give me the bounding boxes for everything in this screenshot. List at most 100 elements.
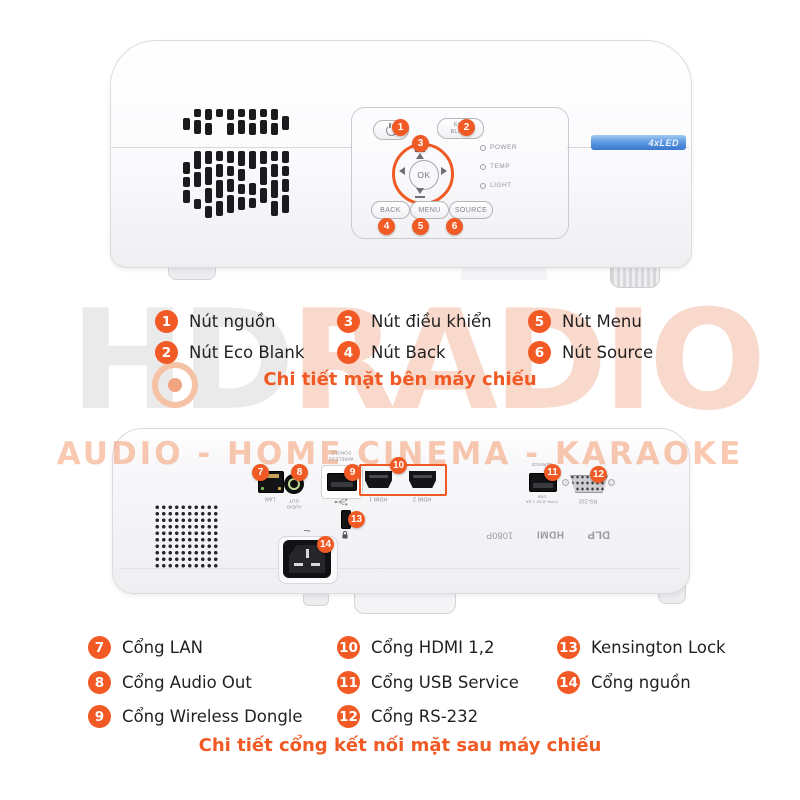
- legend-label: Cổng Wireless Dongle: [122, 707, 303, 726]
- legend-badge: 11: [337, 671, 360, 694]
- arrow-left-icon: [399, 167, 405, 175]
- power-led-icon: [480, 144, 486, 151]
- legend-item-14: 14 Cổng nguồn: [557, 671, 691, 694]
- rs232-screw-left: [562, 479, 569, 486]
- watermark-logo: HDRADIO: [70, 292, 766, 430]
- lan-pins: [262, 474, 279, 478]
- rear-base-seam: [120, 568, 680, 569]
- legend-badge: 4: [337, 341, 360, 364]
- legend-label: Cổng nguồn: [591, 673, 691, 692]
- lan-led-amber-icon: [278, 487, 281, 490]
- hdmi-pins: [369, 475, 388, 478]
- legend-badge: 7: [88, 636, 111, 659]
- legend-label: Nút Eco Blank: [189, 343, 305, 362]
- legend-badge: 8: [88, 671, 111, 694]
- rear-logos: DLP HDMI 1080P: [486, 527, 610, 541]
- vent-grille-lower: [183, 151, 295, 233]
- ac-symbol: ~: [303, 523, 311, 538]
- callout-11: 11: [544, 464, 561, 481]
- arrow-up-icon: [416, 153, 424, 159]
- callout-12: 12: [590, 466, 607, 483]
- legend-label: Nút Menu: [562, 312, 642, 331]
- legend-label: Nút nguồn: [189, 312, 276, 331]
- arrow-right-icon: [441, 167, 447, 175]
- temp-indicator: TEMP: [480, 163, 510, 170]
- usb-tongue: [331, 482, 353, 487]
- temp-led-icon: [480, 163, 486, 170]
- legend-label: Nút điều khiển: [371, 312, 492, 331]
- rear-vent-grille: [154, 504, 218, 570]
- callout-3: 3: [412, 135, 429, 152]
- hdmi1-label: HDMI 1: [368, 495, 388, 502]
- callout-4: 4: [378, 218, 395, 235]
- keystone-down-bar-icon: [415, 196, 425, 198]
- legend-badge: 1: [155, 310, 178, 333]
- legend-badge: 9: [88, 705, 111, 728]
- hdmi2-label: HDMI 2: [412, 495, 432, 502]
- audio-label-1: AUDIO: [286, 504, 302, 510]
- legend-badge: 6: [528, 341, 551, 364]
- power-pin-earth: [305, 549, 309, 558]
- callout-13: 13: [348, 511, 365, 528]
- light-indicator: LIGHT: [480, 182, 512, 189]
- lock-icon: [342, 530, 348, 539]
- usb-spec-label: TYPE-A 5V 1.5A USB: [518, 494, 566, 504]
- legend-label: Cổng RS-232: [371, 707, 479, 726]
- legend-label: Cổng HDMI 1,2: [371, 638, 495, 657]
- lan-label: LAN: [264, 495, 276, 502]
- watermark-target-icon: [152, 362, 198, 408]
- dlp-logo: DLP: [587, 528, 610, 541]
- wireless-dongle-label: WIRELESS DONGLE: [317, 450, 365, 462]
- control-panel: [351, 107, 569, 239]
- usb-spec-2: USB: [537, 494, 547, 500]
- body-seam-left: [111, 147, 351, 148]
- legend-item-12: 12 Cổng RS-232: [337, 705, 478, 728]
- callout-1: 1: [392, 119, 409, 136]
- rs232-label: RS-232: [578, 497, 598, 504]
- power-pin-left: [294, 563, 303, 566]
- audio-out-label: AUDIO OUT: [281, 498, 307, 510]
- legend-label: Cổng USB Service: [371, 673, 519, 692]
- legend-item-3: 3 Nút điều khiển: [337, 310, 492, 333]
- usb-icon: [334, 498, 348, 506]
- hdmi1-port: [365, 471, 392, 488]
- callout-6: 6: [446, 218, 463, 235]
- power-pin-right: [311, 563, 320, 566]
- callout-14: 14: [317, 536, 334, 553]
- legend-badge: 5: [528, 310, 551, 333]
- legend-badge: 3: [337, 310, 360, 333]
- ok-button: OK: [409, 160, 439, 190]
- legend-badge: 14: [557, 671, 580, 694]
- light-led-icon: [480, 182, 486, 189]
- watermark-radio: RADIO: [290, 280, 766, 441]
- legend-item-5: 5 Nút Menu: [528, 310, 642, 333]
- legend-label: Cổng LAN: [122, 638, 203, 657]
- callout-2: 2: [458, 119, 475, 136]
- legend-label: Kensington Lock: [591, 638, 726, 657]
- usb-tongue: [533, 483, 553, 488]
- wireless-label-1: WIRELESS: [328, 456, 354, 462]
- callout-7: 7: [252, 464, 269, 481]
- light-indicator-label: LIGHT: [490, 182, 512, 189]
- callout-8: 8: [291, 464, 308, 481]
- legend-item-11: 11 Cổng USB Service: [337, 671, 519, 694]
- legend-label: Nút Source: [562, 343, 654, 362]
- legend-badge: 12: [337, 705, 360, 728]
- vent-grille-upper: [183, 109, 295, 146]
- usb-spec-1: TYPE-A 5V 1.5A: [525, 499, 559, 505]
- led-badge-label: 4xLED: [648, 137, 679, 148]
- legend-item-13: 13 Kensington Lock: [557, 636, 726, 659]
- legend-item-9: 9 Cổng Wireless Dongle: [88, 705, 303, 728]
- lan-led-green-icon: [261, 487, 264, 490]
- callout-10: 10: [390, 457, 407, 474]
- callout-9: 9: [344, 464, 361, 481]
- back-button: BACK: [371, 201, 410, 219]
- power-indicator-label: POWER: [490, 144, 518, 151]
- legend-item-7: 7 Cổng LAN: [88, 636, 203, 659]
- legend-badge: 13: [557, 636, 580, 659]
- rs232-screw-right: [608, 479, 615, 486]
